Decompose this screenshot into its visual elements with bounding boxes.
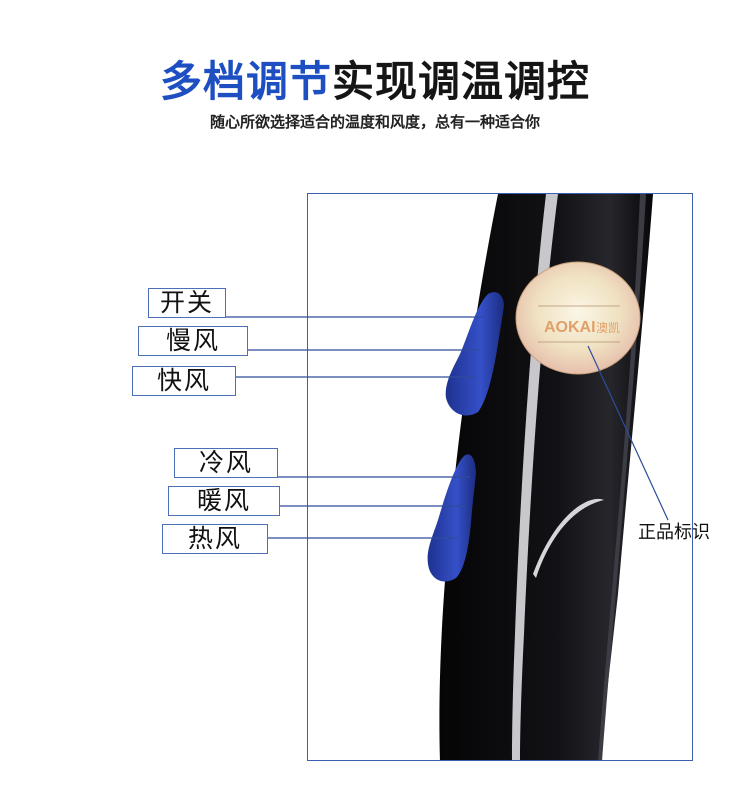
label-cold-wind: 冷风 xyxy=(174,448,278,478)
lower-button-shape xyxy=(427,454,476,582)
product-image-frame: AOKAI 澳凯 xyxy=(307,193,693,761)
swoosh-highlight xyxy=(533,498,604,578)
genuine-sticker xyxy=(516,262,640,374)
headline: 多档调节实现调温调控 xyxy=(0,56,750,108)
upper-button-shape xyxy=(445,292,504,416)
label-fast-wind: 快风 xyxy=(132,366,236,396)
hair-dryer-handle-illustration: AOKAI 澳凯 xyxy=(427,194,653,760)
sticker-brand-suffix: 澳凯 xyxy=(596,321,620,335)
headline-dark-part: 实现调温调控 xyxy=(332,57,591,106)
subheadline: 随心所欲选择适合的温度和风度，总有一种适合你 xyxy=(209,113,540,131)
callout-genuine-mark: 正品标识 xyxy=(638,522,710,543)
label-hot-wind: 热风 xyxy=(162,524,268,554)
label-slow-wind: 慢风 xyxy=(138,326,248,356)
sticker-brand: AOKAI xyxy=(544,319,596,336)
headline-blue-part: 多档调节 xyxy=(159,57,332,106)
label-power: 开关 xyxy=(148,288,226,318)
silver-stripe xyxy=(512,194,558,760)
label-warm-wind: 暖风 xyxy=(168,486,280,516)
